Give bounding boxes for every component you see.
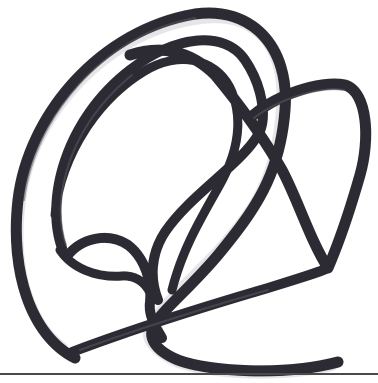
bottom-edge-line: [0, 373, 378, 375]
